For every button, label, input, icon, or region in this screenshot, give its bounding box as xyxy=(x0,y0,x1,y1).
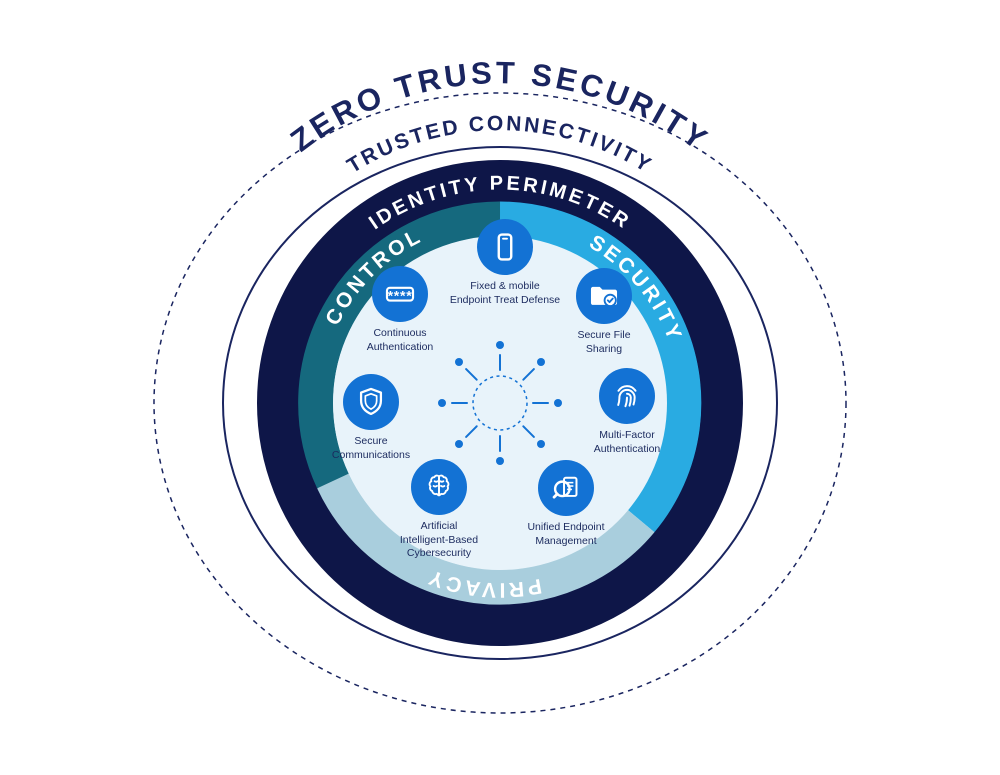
node-label: Secure Communications xyxy=(331,435,411,461)
identity-perimeter-ring xyxy=(257,160,743,646)
svg-text:****: **** xyxy=(388,289,413,305)
segment-ring xyxy=(298,201,702,605)
node-multi-factor-authentication: Multi-Factor Authentication xyxy=(547,368,707,456)
brain-icon xyxy=(411,459,467,515)
security-segment xyxy=(499,201,702,533)
privacy-segment xyxy=(317,473,655,605)
shield-icon xyxy=(343,374,399,430)
fingerprint-icon xyxy=(599,368,655,424)
outer-dashed-ring xyxy=(153,92,847,714)
node-label: Artificial Intelligent-Based Cybersecuri… xyxy=(399,520,479,560)
node-unified-endpoint-management: Unified Endpoint Management xyxy=(486,460,646,548)
hub-icon xyxy=(438,341,562,465)
node-secure-file-sharing: Secure File Sharing xyxy=(524,268,684,356)
node-label: Unified Endpoint Management xyxy=(527,521,605,547)
smartphone-icon xyxy=(477,219,533,275)
node-ai-cybersecurity: Artificial Intelligent-Based Cybersecuri… xyxy=(359,459,519,561)
magnifier-document-icon xyxy=(538,460,594,516)
main-title: ZERO TRUST SECURITY xyxy=(284,55,716,158)
control-segment xyxy=(298,201,501,489)
node-label: Fixed & mobile Endpoint Treat Defense xyxy=(449,280,561,306)
password-icon: **** xyxy=(372,266,428,322)
node-continuous-authentication: **** Continuous Authentication xyxy=(320,266,480,354)
node-endpoint-threat-defense: Fixed & mobile Endpoint Treat Defense xyxy=(425,219,585,307)
node-label: Secure File Sharing xyxy=(577,329,631,355)
folder-check-icon xyxy=(576,268,632,324)
node-secure-communications: Secure Communications xyxy=(291,374,451,462)
trusted-connectivity-ring xyxy=(222,146,778,660)
main-title-text: ZERO TRUST SECURITY xyxy=(284,55,712,158)
node-label: Multi-Factor Authentication xyxy=(593,429,661,455)
node-label: Continuous Authentication xyxy=(366,327,434,353)
